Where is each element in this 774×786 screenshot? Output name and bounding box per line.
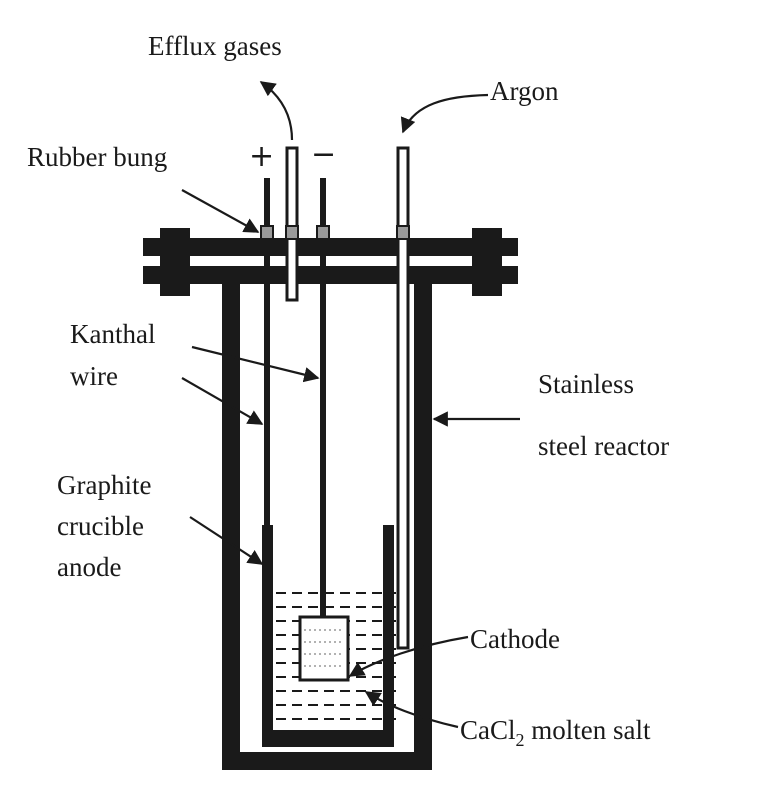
cathode-wire-rod xyxy=(320,178,326,620)
reactor-wall-right xyxy=(414,280,432,770)
label-kanthal-line2: wire xyxy=(70,361,118,391)
label-graphite-line2: crucible xyxy=(57,511,144,541)
flange-lower-plate xyxy=(143,266,518,284)
cathode-pellet xyxy=(298,615,350,682)
crucible-wall-left xyxy=(262,525,273,747)
label-cacl2-molten-salt: CaCl2 molten salt xyxy=(460,715,651,750)
flange-assembly xyxy=(143,228,518,296)
rubber-bung-arrow xyxy=(181,189,260,233)
rubber-bung xyxy=(396,225,410,240)
argon-inlet-tube xyxy=(396,146,410,650)
pointer-arrows xyxy=(181,81,520,729)
salt-formula-subscript: 2 xyxy=(516,730,525,750)
flange-bolt-right xyxy=(472,228,502,296)
label-efflux-gases: Efflux gases xyxy=(148,31,282,61)
flange-upper-plate xyxy=(143,238,518,256)
graphite-arrow xyxy=(189,516,264,565)
salt-formula-main: CaCl xyxy=(460,715,516,745)
label-minus-sign: − xyxy=(311,137,336,172)
label-stainless-line1: Stainless xyxy=(538,369,634,399)
rubber-bungs xyxy=(260,225,410,240)
rubber-bung xyxy=(260,225,274,240)
kanthal-arrow-anode xyxy=(181,377,264,425)
flange-bolt-left xyxy=(160,228,190,296)
label-argon: Argon xyxy=(490,76,559,106)
salt-arrow xyxy=(364,691,459,729)
label-stainless-line2: steel reactor xyxy=(538,431,669,461)
label-plus-sign: + xyxy=(249,139,274,174)
cathode-pellet-dots xyxy=(304,629,344,667)
argon-tube-body xyxy=(396,146,410,650)
rubber-bung xyxy=(316,225,330,240)
anode-wire-rod xyxy=(264,178,270,530)
salt-formula-rest: molten salt xyxy=(525,715,651,745)
label-graphite-line1: Graphite xyxy=(57,470,151,500)
label-cathode: Cathode xyxy=(470,624,560,654)
label-rubber-bung: Rubber bung xyxy=(27,142,167,172)
cathode-assembly xyxy=(298,178,350,682)
anode-kanthal-wire xyxy=(264,178,270,530)
kanthal-arrow-cathode xyxy=(191,345,320,383)
efflux-gas-tube xyxy=(285,146,299,302)
label-kanthal-line1: Kanthal xyxy=(70,319,155,349)
efflux-arrow xyxy=(259,81,294,141)
crucible-bottom xyxy=(262,730,394,747)
label-graphite-line3: anode xyxy=(57,552,121,582)
cathode-arrow xyxy=(348,635,469,677)
argon-arrow xyxy=(400,93,489,134)
reactor-wall-left xyxy=(222,280,240,770)
efflux-tube-body xyxy=(285,146,299,302)
rubber-bung xyxy=(285,225,299,240)
reactor-bottom xyxy=(222,752,432,770)
